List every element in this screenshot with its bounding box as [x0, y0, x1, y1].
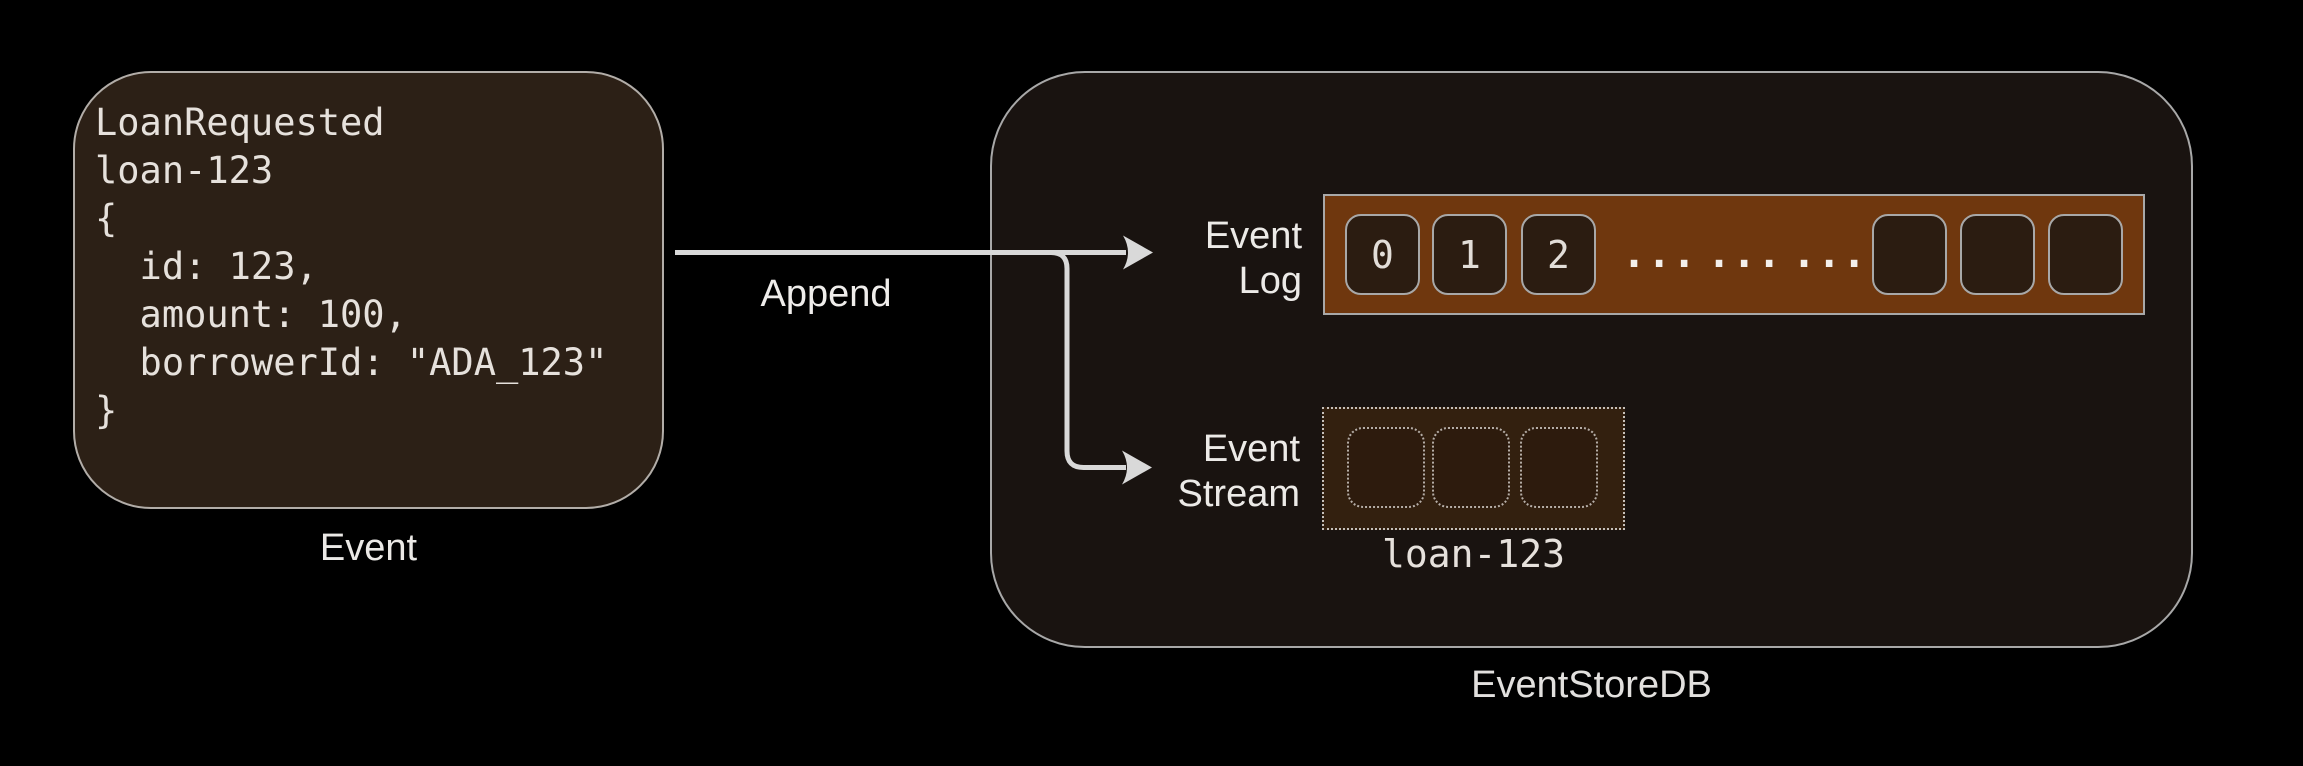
event-log-label-line2: Log: [1238, 260, 1302, 302]
event-stream-box: [1322, 407, 1625, 530]
event-code: LoanRequested loan-123 { id: 123, amount…: [95, 101, 608, 432]
stream-cell-empty: [1520, 427, 1598, 508]
eventstoredb-caption: EventStoreDB: [1471, 664, 1712, 706]
append-label: Append: [760, 273, 892, 315]
log-cell-2: 2: [1521, 214, 1596, 295]
event-stream-label: Event Stream: [1122, 427, 1300, 517]
log-cell-empty: [1872, 214, 1947, 295]
event-stream-label-line1: Event: [1202, 428, 1300, 470]
stream-cell-empty: [1347, 427, 1425, 508]
log-cell-1: 1: [1432, 214, 1507, 295]
append-arrow: [675, 235, 1153, 485]
event-card: LoanRequested loan-123 { id: 123, amount…: [73, 71, 664, 509]
stream-cell-empty: [1432, 427, 1510, 508]
event-log-label: Event Log: [1132, 214, 1302, 304]
arrow-line-branch: [1050, 250, 1126, 470]
ellipsis-dots: ...: [1707, 231, 1783, 277]
log-cell-empty: [1960, 214, 2035, 295]
event-stream-name: loan-123: [1381, 532, 1566, 576]
arrowhead-event-stream-icon: [1122, 450, 1152, 485]
eventstoredb-container: Event Log 0 1 2 ... ... ... Event Stream…: [990, 71, 2193, 648]
log-cell-empty: [2048, 214, 2123, 295]
event-stream-label-line2: Stream: [1177, 473, 1300, 515]
event-log-label-line1: Event: [1204, 215, 1302, 257]
ellipsis-dots: ...: [1622, 231, 1698, 277]
event-log-bar: 0 1 2 ... ... ...: [1323, 194, 2145, 315]
arrowhead-event-log-icon: [1123, 235, 1153, 270]
event-card-caption: Event: [319, 527, 418, 569]
log-cell-0: 0: [1345, 214, 1420, 295]
ellipsis-dots: ...: [1792, 231, 1868, 277]
